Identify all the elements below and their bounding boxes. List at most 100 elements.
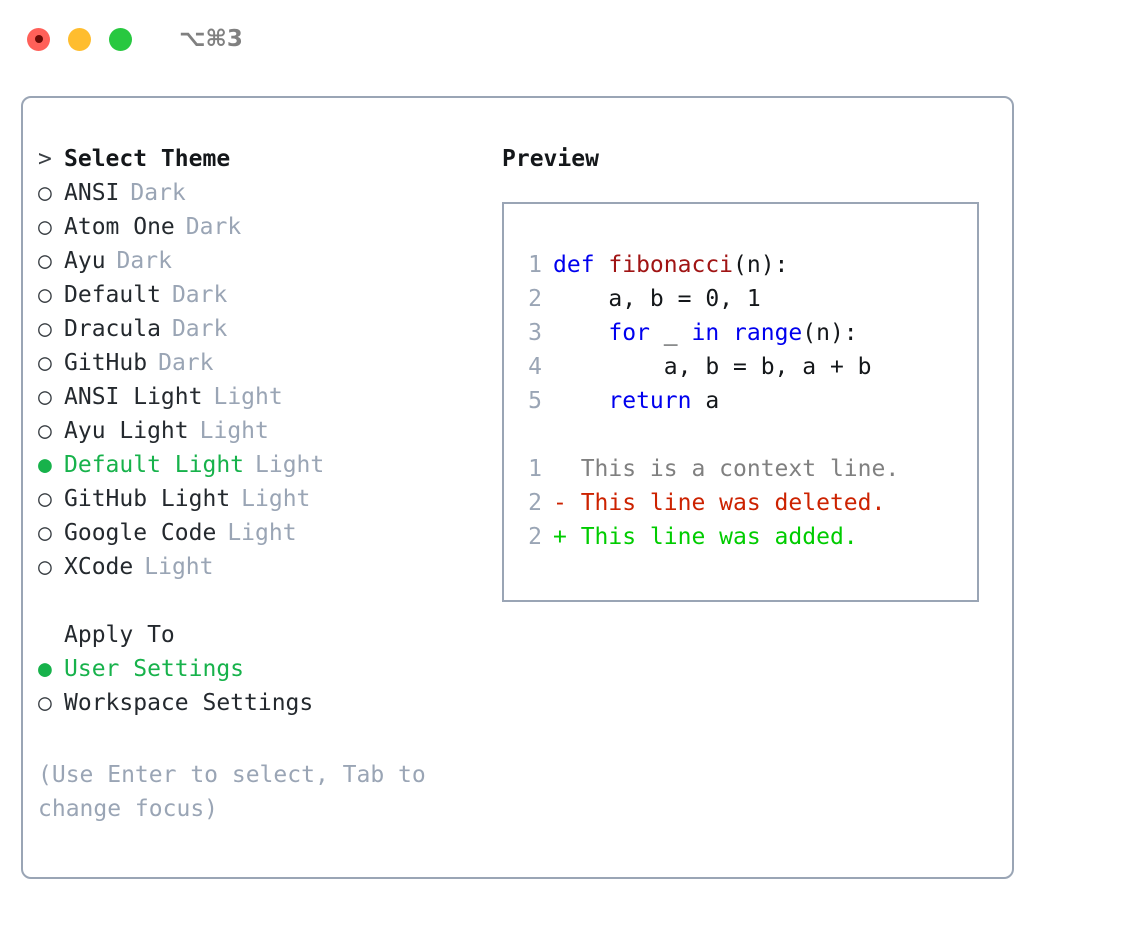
theme-category: Light xyxy=(144,554,214,580)
code-line: 3 for _ in range(n): xyxy=(504,320,977,354)
theme-category: Dark xyxy=(130,180,186,206)
apply-to-group: Apply To ● User Settings ○ Workspace Set… xyxy=(38,622,498,724)
theme-list-item[interactable]: ○ Ayu Dark xyxy=(38,248,498,282)
theme-list-item[interactable]: ○ ANSI Light Light xyxy=(38,384,498,418)
code-token-function: fibonacci xyxy=(608,252,734,278)
line-number: 1 xyxy=(528,456,542,482)
line-number: 1 xyxy=(528,252,542,278)
diff-line-deleted: 2 - This line was deleted. xyxy=(504,490,977,524)
radio-icon[interactable]: ○ xyxy=(38,486,52,512)
apply-to-item-selected[interactable]: ● User Settings xyxy=(38,656,498,690)
code-line: 1 def fibonacci(n): xyxy=(504,252,977,286)
theme-category: Dark xyxy=(158,350,214,376)
radio-icon[interactable]: ○ xyxy=(38,520,52,546)
code-token-plain: a, b = 0, 1 xyxy=(553,286,761,312)
minimize-button[interactable] xyxy=(68,27,91,51)
radio-icon[interactable]: ○ xyxy=(38,384,52,410)
code-token-keyword: in range xyxy=(691,320,803,346)
theme-category: Dark xyxy=(116,248,172,274)
theme-name: ANSI Light xyxy=(64,384,203,410)
preview-box: 1 def fibonacci(n): 2 a, b = 0, 1 3 for … xyxy=(502,202,979,602)
code-token-plain xyxy=(553,388,608,414)
code-token-keyword: def xyxy=(553,252,609,278)
theme-name: Default xyxy=(64,282,161,308)
radio-icon[interactable]: ○ xyxy=(38,180,52,206)
diff-text: This is a context line. xyxy=(553,456,900,482)
radio-icon[interactable]: ○ xyxy=(38,418,52,444)
code-token-plain: a, b = b, a + b xyxy=(553,354,872,380)
code-line: 2 a, b = 0, 1 xyxy=(504,286,977,320)
diff-line-added: 2 + This line was added. xyxy=(504,524,977,558)
code-token-plain: (n): xyxy=(802,320,858,346)
main-panel: > Select Theme ○ ANSI Dark ○ Atom One Da… xyxy=(21,96,1014,879)
apply-to-label: User Settings xyxy=(64,656,245,682)
code-token-plain xyxy=(553,320,608,346)
preview-column: Preview 1 def fibonacci(n): 2 a, b = 0, … xyxy=(502,146,992,602)
theme-category: Light xyxy=(241,486,311,512)
theme-name: ANSI xyxy=(64,180,120,206)
list-spacer xyxy=(38,588,498,622)
theme-name: Default Light xyxy=(64,452,245,478)
apply-to-item[interactable]: ○ Workspace Settings xyxy=(38,690,498,724)
radio-selected-icon[interactable]: ● xyxy=(38,452,52,478)
theme-list-item[interactable]: ○ GitHub Dark xyxy=(38,350,498,384)
theme-category: Dark xyxy=(185,214,242,240)
code-token-keyword: return xyxy=(608,388,692,414)
radio-icon[interactable]: ○ xyxy=(38,214,52,240)
line-number: 3 xyxy=(528,320,542,346)
theme-list-item[interactable]: ○ XCode Light xyxy=(38,554,498,588)
line-number: 2 xyxy=(528,490,542,516)
preview-title: Preview xyxy=(502,146,599,172)
theme-list-item[interactable]: ○ Default Dark xyxy=(38,282,498,316)
theme-list: ○ ANSI Dark ○ Atom One Dark ○ Ayu Dark xyxy=(38,180,498,588)
radio-selected-icon[interactable]: ● xyxy=(38,656,52,682)
diff-line-context: 1 This is a context line. xyxy=(504,456,977,490)
theme-name: Ayu Light xyxy=(64,418,189,444)
code-line: 4 a, b = b, a + b xyxy=(504,354,977,388)
radio-icon[interactable]: ○ xyxy=(38,248,52,274)
close-button[interactable] xyxy=(27,27,50,51)
close-icon xyxy=(34,35,43,43)
radio-icon[interactable]: ○ xyxy=(38,350,52,376)
theme-category: Light xyxy=(213,384,283,410)
radio-icon[interactable]: ○ xyxy=(38,282,52,308)
theme-category: Light xyxy=(227,520,297,546)
theme-list-item[interactable]: ○ Dracula Dark xyxy=(38,316,498,350)
theme-name: Ayu xyxy=(64,248,106,274)
theme-category: Dark xyxy=(171,282,228,308)
diff-text: - This line was deleted. xyxy=(553,490,886,516)
theme-category: Light xyxy=(199,418,269,444)
radio-icon[interactable]: ○ xyxy=(38,554,52,580)
theme-list-item[interactable]: ○ ANSI Dark xyxy=(38,180,498,214)
theme-name: GitHub Light xyxy=(64,486,231,512)
code-token-plain: _ xyxy=(649,320,692,346)
theme-list-item[interactable]: ○ GitHub Light Light xyxy=(38,486,498,520)
apply-to-label: Workspace Settings xyxy=(64,690,314,716)
theme-list-item[interactable]: ○ Google Code Light xyxy=(38,520,498,554)
theme-list-item-selected[interactable]: ● Default Light Light xyxy=(38,452,498,486)
window-titlebar: ⌥⌘3 xyxy=(0,0,1140,78)
theme-category: Light xyxy=(255,452,325,478)
radio-icon[interactable]: ○ xyxy=(38,690,52,716)
line-number: 2 xyxy=(528,524,542,550)
theme-name: XCode xyxy=(64,554,134,580)
line-number: 2 xyxy=(528,286,542,312)
code-token-keyword: for xyxy=(608,320,650,346)
theme-name: Dracula xyxy=(64,316,161,342)
theme-list-item[interactable]: ○ Ayu Light Light xyxy=(38,418,498,452)
theme-name: Atom One xyxy=(64,214,175,240)
select-theme-heading-label: Select Theme xyxy=(64,146,231,172)
theme-selector-column: > Select Theme ○ ANSI Dark ○ Atom One Da… xyxy=(38,146,498,826)
theme-list-item[interactable]: ○ Atom One Dark xyxy=(38,214,498,248)
code-line: 5 return a xyxy=(504,388,977,422)
diff-text: + This line was added. xyxy=(553,524,858,550)
maximize-button[interactable] xyxy=(109,27,132,51)
radio-icon[interactable]: ○ xyxy=(38,316,52,342)
theme-category: Dark xyxy=(171,316,228,342)
code-token-plain: a xyxy=(691,388,720,414)
line-number: 4 xyxy=(528,354,542,380)
line-number: 5 xyxy=(528,388,542,414)
keyboard-hint-text: (Use Enter to select, Tab to change focu… xyxy=(38,762,426,822)
apply-to-heading: Apply To xyxy=(38,622,498,656)
